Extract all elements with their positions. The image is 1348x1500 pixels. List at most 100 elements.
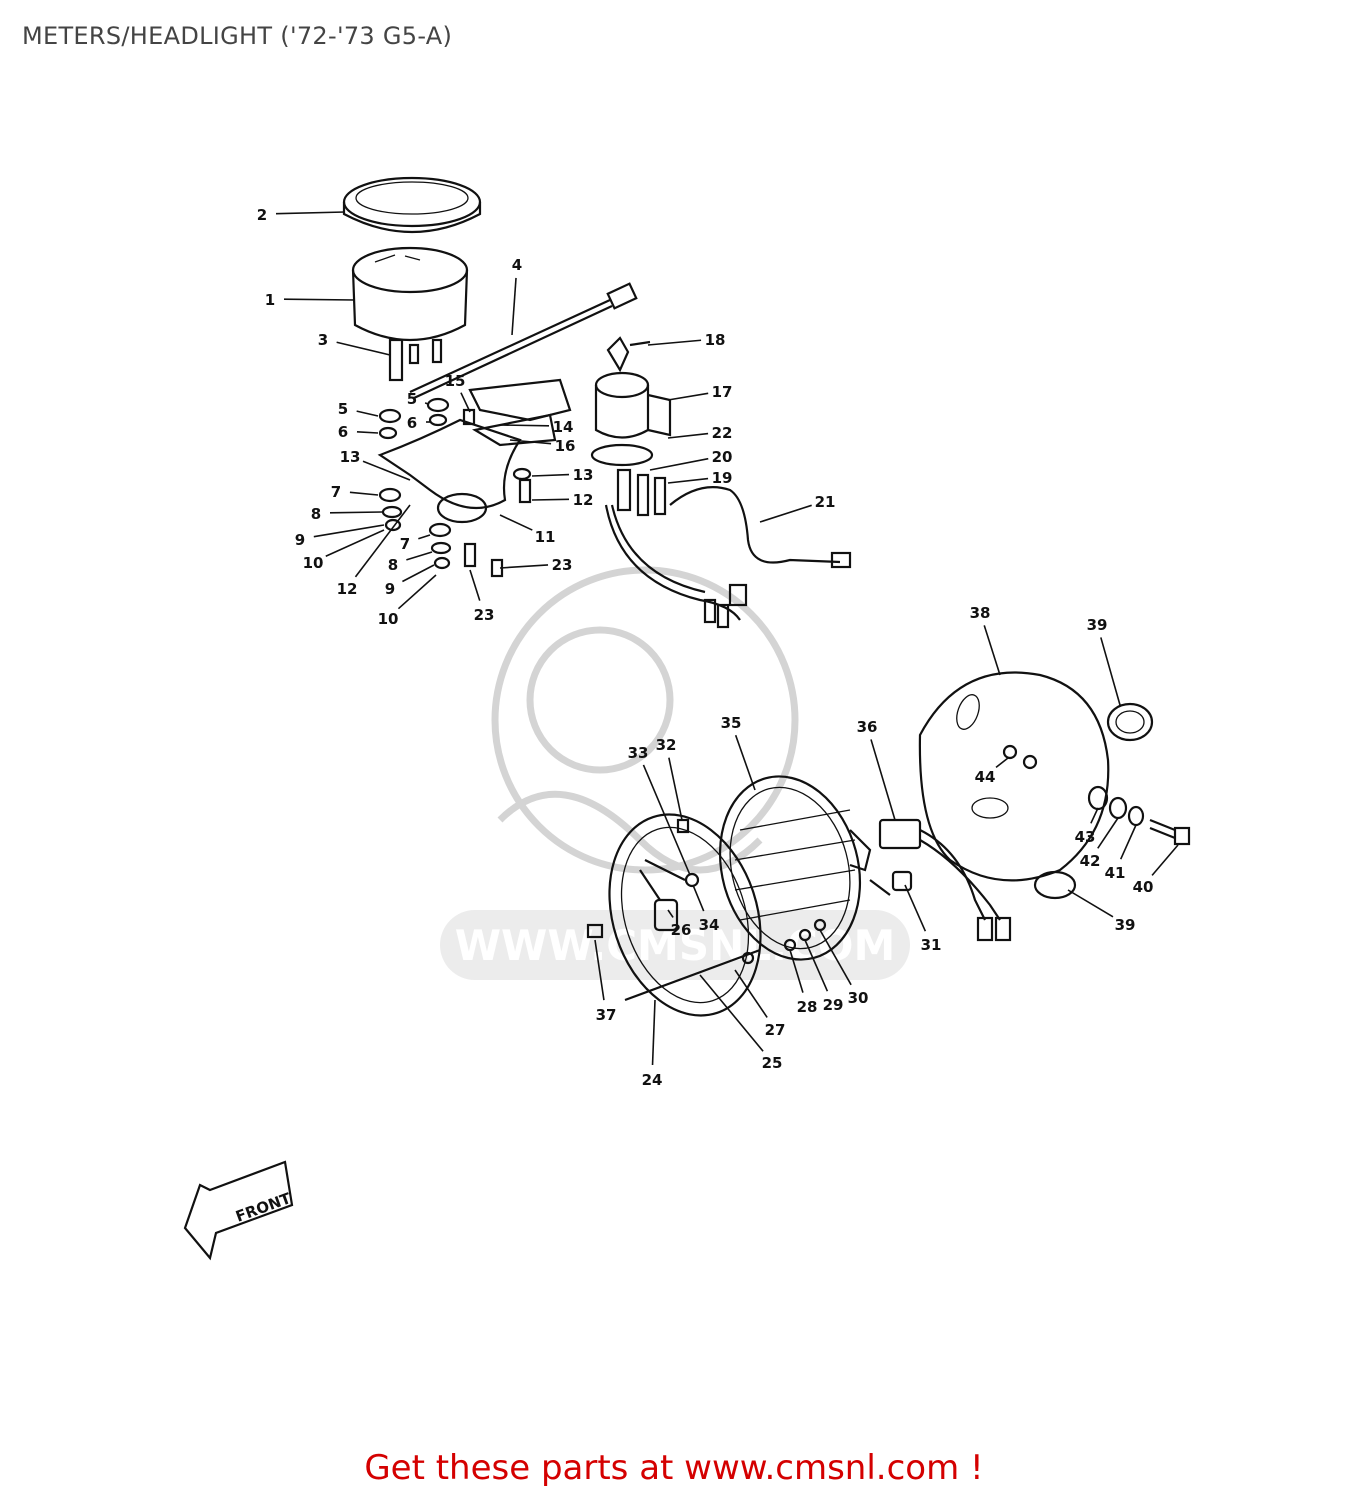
leader-line-20 bbox=[649, 457, 709, 471]
callout-7: 7 bbox=[331, 483, 341, 501]
callout-20: 20 bbox=[712, 448, 733, 466]
callout-40: 40 bbox=[1133, 878, 1154, 896]
callout-23: 23 bbox=[552, 556, 573, 574]
callout-13: 13 bbox=[573, 466, 594, 484]
watermark: WWW.CMSNL.COM bbox=[440, 566, 910, 980]
callout-39: 39 bbox=[1115, 916, 1136, 934]
leader-line-8 bbox=[329, 511, 383, 514]
leader-line-41 bbox=[1119, 824, 1137, 860]
callout-31: 31 bbox=[921, 936, 942, 954]
leader-line-2 bbox=[275, 211, 346, 215]
leader-line-1 bbox=[283, 298, 356, 301]
callout-11: 11 bbox=[535, 528, 556, 546]
leader-line-27 bbox=[734, 969, 768, 1018]
leader-line-5 bbox=[424, 402, 429, 405]
leader-line-4 bbox=[511, 277, 517, 336]
leader-line-7 bbox=[418, 534, 431, 540]
callout-5: 5 bbox=[407, 390, 417, 408]
callout-7: 7 bbox=[400, 535, 410, 553]
leader-line-9 bbox=[313, 524, 385, 538]
leader-lines bbox=[275, 211, 1179, 1066]
callout-42: 42 bbox=[1080, 852, 1101, 870]
leader-line-36 bbox=[870, 739, 896, 821]
callout-37: 37 bbox=[596, 1006, 617, 1024]
callout-22: 22 bbox=[712, 424, 733, 442]
leader-line-39 bbox=[1100, 637, 1121, 706]
callout-26: 26 bbox=[671, 921, 692, 939]
leader-line-19 bbox=[667, 477, 709, 484]
leader-line-10 bbox=[325, 529, 385, 557]
leader-line-42 bbox=[1097, 817, 1119, 849]
leader-line-7 bbox=[349, 491, 379, 496]
front-arrow: FRONT bbox=[183, 1160, 294, 1261]
callout-3: 3 bbox=[318, 331, 328, 349]
leader-line-29 bbox=[804, 939, 829, 992]
leader-line-14 bbox=[499, 424, 550, 427]
leader-line-38 bbox=[983, 625, 1001, 676]
ignition-switch-assembly bbox=[590, 336, 852, 629]
leader-line-15 bbox=[460, 392, 471, 413]
leader-line-12 bbox=[354, 504, 411, 578]
callout-8: 8 bbox=[388, 556, 398, 574]
leader-line-40 bbox=[1151, 844, 1179, 876]
leader-line-28 bbox=[789, 949, 804, 993]
callout-4: 4 bbox=[512, 256, 522, 274]
leader-line-23 bbox=[469, 569, 481, 601]
callout-32: 32 bbox=[656, 736, 677, 754]
leader-line-25 bbox=[699, 974, 764, 1052]
callout-8: 8 bbox=[311, 505, 321, 523]
callout-12: 12 bbox=[337, 580, 358, 598]
callout-28: 28 bbox=[797, 998, 818, 1016]
leader-line-22 bbox=[667, 432, 709, 439]
callout-6: 6 bbox=[407, 414, 417, 432]
leader-line-32 bbox=[668, 757, 683, 821]
callout-17: 17 bbox=[712, 383, 733, 401]
leader-line-11 bbox=[499, 514, 533, 531]
callout-13: 13 bbox=[340, 448, 361, 466]
leader-line-17 bbox=[667, 392, 709, 401]
meter-assembly bbox=[342, 176, 638, 578]
callout-10: 10 bbox=[303, 554, 324, 572]
callout-6: 6 bbox=[338, 423, 348, 441]
callout-15: 15 bbox=[445, 372, 466, 390]
leader-line-33 bbox=[642, 764, 691, 876]
callout-5: 5 bbox=[338, 400, 348, 418]
callout-34: 34 bbox=[699, 916, 720, 934]
callout-21: 21 bbox=[815, 493, 836, 511]
callout-39: 39 bbox=[1087, 616, 1108, 634]
callout-33: 33 bbox=[628, 744, 649, 762]
leader-line-31 bbox=[904, 884, 927, 932]
leader-line-3 bbox=[336, 341, 391, 356]
callout-23: 23 bbox=[474, 606, 495, 624]
leader-line-30 bbox=[819, 929, 852, 986]
leader-line-16 bbox=[509, 439, 552, 445]
leader-line-13 bbox=[362, 460, 411, 481]
footer-link[interactable]: Get these parts at www.cmsnl.com ! bbox=[364, 1448, 984, 1488]
callout-9: 9 bbox=[295, 531, 305, 549]
callout-9: 9 bbox=[385, 580, 395, 598]
leader-line-44 bbox=[995, 757, 1009, 769]
leader-line-34 bbox=[692, 884, 705, 912]
leader-line-35 bbox=[734, 734, 756, 791]
leader-line-5 bbox=[356, 410, 379, 417]
leader-line-26 bbox=[667, 909, 674, 918]
callout-27: 27 bbox=[765, 1021, 786, 1039]
leader-line-37 bbox=[594, 939, 605, 1001]
callout-43: 43 bbox=[1075, 828, 1096, 846]
leader-line-24 bbox=[651, 999, 656, 1066]
callout-14: 14 bbox=[553, 418, 574, 436]
callout-41: 41 bbox=[1105, 864, 1126, 882]
page-title: METERS/HEADLIGHT ('72-'73 G5-A) bbox=[22, 22, 453, 50]
callout-38: 38 bbox=[970, 604, 991, 622]
callout-36: 36 bbox=[857, 718, 878, 736]
leader-line-23 bbox=[499, 564, 549, 569]
callout-35: 35 bbox=[721, 714, 742, 732]
leader-line-9 bbox=[402, 564, 435, 583]
headlight-assembly bbox=[586, 671, 1191, 1017]
callout-44: 44 bbox=[975, 768, 996, 786]
callout-18: 18 bbox=[705, 331, 726, 349]
callout-25: 25 bbox=[762, 1054, 783, 1072]
callout-12: 12 bbox=[573, 491, 594, 509]
